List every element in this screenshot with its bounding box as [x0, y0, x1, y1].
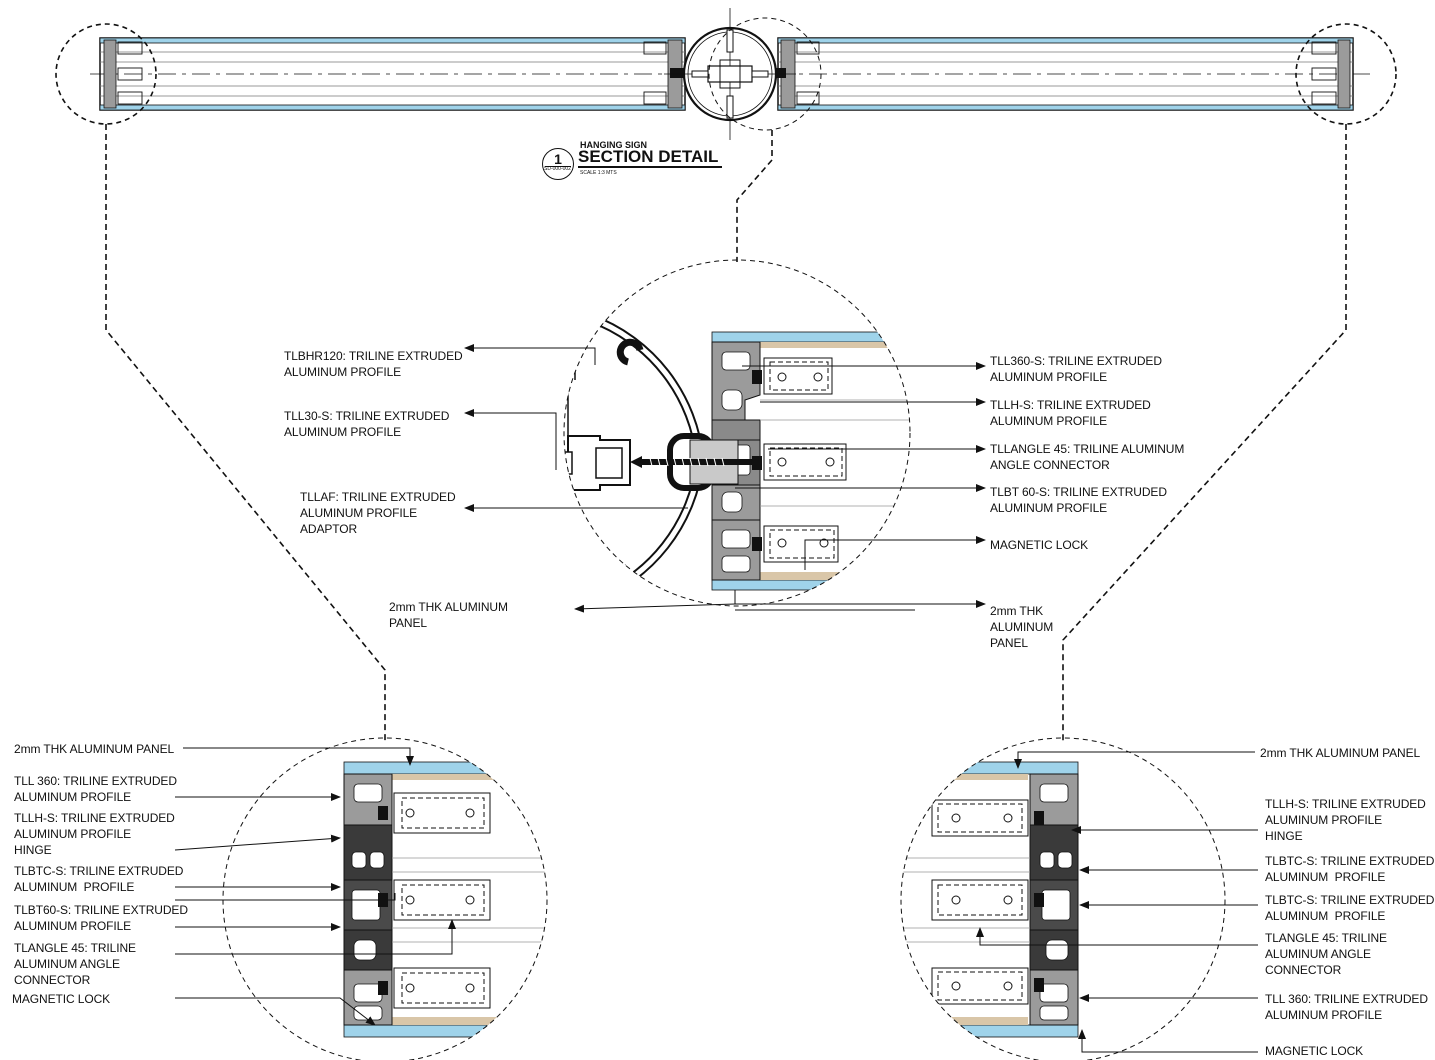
right-detail — [900, 737, 1226, 1060]
center-detail — [563, 259, 911, 607]
center-label-tlbt60s: TLBT 60-S: TRILINE EXTRUDED ALUMINUM PRO… — [990, 485, 1167, 515]
left-label-magnetic-lock: MAGNETIC LOCK — [12, 992, 111, 1006]
left-detail — [222, 737, 548, 1060]
center-label-tllangle45: TLLANGLE 45: TRILINE ALUMINUM ANGLE CONN… — [990, 442, 1185, 472]
right-label-tllhs: TLLH-S: TRILINE EXTRUDED ALUMINUM PROFIL… — [1265, 797, 1426, 843]
drawing-title-block: 1 SD-000-002 HANGING SIGN SECTION DETAIL… — [540, 140, 740, 180]
center-label-panel-right: 2mm THK ALUMINUM PANEL — [990, 604, 1054, 650]
left-label-tlangle45: TLANGLE 45: TRILINE ALUMINUM ANGLE CONNE… — [14, 941, 136, 987]
center-label-tll30s: TLL30-S: TRILINE EXTRUDED ALUMINUM PROFI… — [284, 409, 450, 439]
center-label-panel-left: 2mm THK ALUMINUM PANEL — [389, 600, 508, 630]
drawing-scale: SCALE 1:3 MTS — [580, 170, 617, 176]
left-label-tlbtcs: TLBTC-S: TRILINE EXTRUDED ALUMINUM PROFI… — [14, 864, 184, 894]
drawing-title: SECTION DETAIL — [578, 148, 723, 168]
left-label-panel: 2mm THK ALUMINUM PANEL — [14, 742, 175, 756]
right-label-panel: 2mm THK ALUMINUM PANEL — [1260, 746, 1421, 760]
center-label-tllaf: TLLAF: TRILINE EXTRUDED ALUMINUM PROFILE… — [300, 490, 456, 536]
center-label-tll360s: TLL360-S: TRILINE EXTRUDED ALUMINUM PROF… — [990, 354, 1162, 384]
right-label-magnetic-lock: MAGNETIC LOCK — [1265, 1044, 1364, 1058]
drawing-subtitle: HANGING SIGN — [580, 140, 648, 150]
right-label-tlbtcs-2: TLBTC-S: TRILINE EXTRUDED ALUMINUM PROFI… — [1265, 893, 1435, 923]
left-label-tll360: TLL 360: TRILINE EXTRUDED ALUMINUM PROFI… — [14, 774, 177, 804]
detail-number-bubble: 1 — [542, 148, 574, 180]
center-label-tllhs: TLLH-S: TRILINE EXTRUDED ALUMINUM PROFIL… — [990, 398, 1151, 428]
right-label-tll360: TLL 360: TRILINE EXTRUDED ALUMINUM PROFI… — [1265, 992, 1428, 1022]
right-label-tlangle45: TLANGLE 45: TRILINE ALUMINUM ANGLE CONNE… — [1265, 931, 1387, 977]
center-label-tlbhr120: TLBHR120: TRILINE EXTRUDED ALUMINUM PROF… — [284, 349, 463, 379]
left-callout-lines — [174, 747, 456, 1026]
detail-number: 1 — [554, 151, 562, 167]
sheet-reference: SD-000-002 — [544, 166, 571, 172]
center-callout-lines — [464, 344, 986, 613]
detail-leader-lines — [105, 124, 1347, 742]
left-label-tllhs: TLLH-S: TRILINE EXTRUDED ALUMINUM PROFIL… — [14, 811, 175, 857]
right-callout-lines — [976, 751, 1258, 1053]
left-label-tlbt60s: TLBT60-S: TRILINE EXTRUDED ALUMINUM PROF… — [14, 903, 188, 933]
center-label-magnetic-lock: MAGNETIC LOCK — [990, 538, 1089, 552]
right-label-tlbtcs-1: TLBTC-S: TRILINE EXTRUDED ALUMINUM PROFI… — [1265, 854, 1435, 884]
top-plan-view — [55, 8, 1397, 140]
